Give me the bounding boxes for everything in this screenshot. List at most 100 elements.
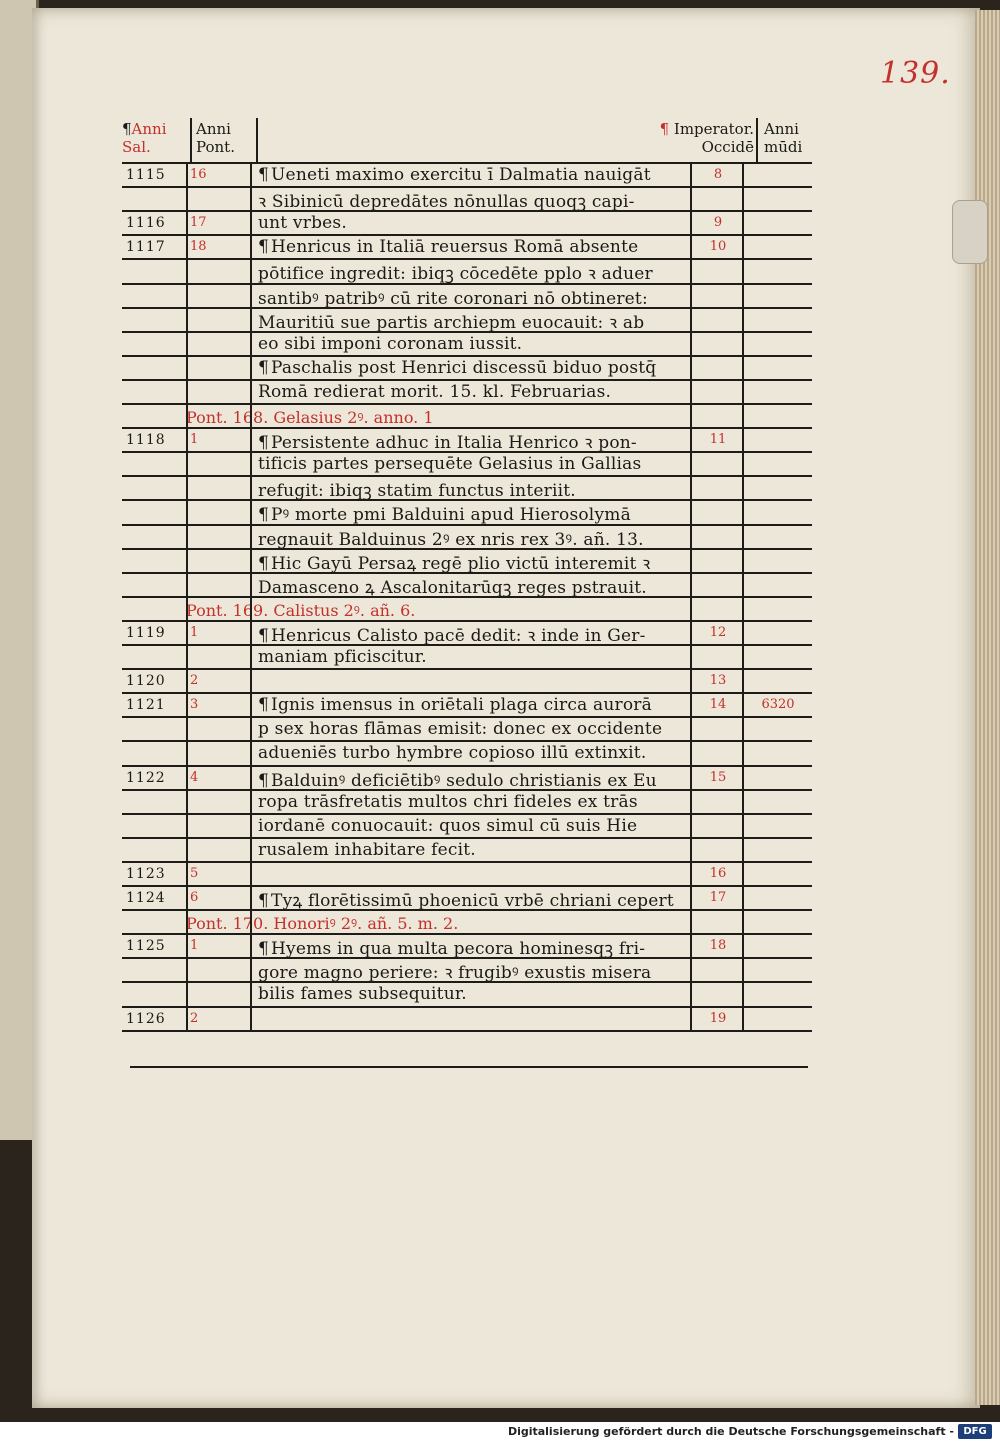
entry-text-cell: eo sibi imponi coronam iussit. bbox=[258, 334, 688, 354]
row-rule bbox=[122, 788, 812, 791]
pilcrow-icon: ¶ bbox=[258, 891, 270, 911]
world-year-cell: 6320 bbox=[761, 697, 795, 713]
table-row: refugit: ibiqꝫ statim functus interiit. bbox=[0, 477, 1000, 501]
emperor-year-cell: 9 bbox=[713, 215, 723, 231]
entry-text-cell: Romā redierat morit. 15. kl. Februarias. bbox=[258, 382, 688, 402]
emperor-year-cell: 15 bbox=[709, 769, 727, 785]
header-anni-sal-line2: Sal. bbox=[122, 138, 151, 156]
column-rule bbox=[690, 164, 692, 1032]
header-anni-salutis: ¶Anni Sal. bbox=[122, 120, 167, 156]
entry-text: adueniēs turbo hymbre copioso illū extin… bbox=[258, 743, 647, 764]
row-rule bbox=[122, 234, 812, 237]
pontificate-year-cell: 3 bbox=[190, 697, 199, 713]
year-cell: 1125 bbox=[126, 938, 166, 955]
pilcrow-icon: ¶ bbox=[258, 165, 270, 185]
pilcrow-icon: ¶ bbox=[258, 237, 270, 258]
pontificate-year-cell: 1 bbox=[190, 432, 199, 448]
entry-text-cell: ¶Pꝰ morte pmi Balduini apud Hierosolymā bbox=[258, 502, 688, 525]
pilcrow-icon: ¶ bbox=[258, 939, 270, 960]
row-rule bbox=[122, 571, 812, 574]
entry-text-cell: regnauit Balduinus 2ꝰ ex nris rex 3ꝰ. añ… bbox=[258, 527, 688, 550]
entry-text-cell: ¶Ueneti maximo exercitu ī Dalmatia nauig… bbox=[258, 165, 688, 185]
emperor-year-cell: 8 bbox=[713, 167, 723, 182]
entry-text-cell: ¶Hyems in qua multa pecora hominesqꝫ fri… bbox=[258, 936, 688, 959]
table-row: Damasceno ꝝ Ascalonitarūqꝫ reges pstraui… bbox=[0, 574, 1000, 598]
entry-text: maniam pficiscitur. bbox=[258, 647, 427, 667]
pilcrow-icon: ¶ bbox=[258, 357, 270, 378]
entry-text-cell: iordanē conuocauit: quos simul cū suis H… bbox=[258, 816, 688, 836]
pontificate-year-cell: 17 bbox=[190, 215, 207, 231]
pontificate-year-cell: 2 bbox=[190, 673, 199, 689]
table-row: rusalem inhabitare fecit. bbox=[0, 839, 1000, 863]
pontificate-year-cell: 6 bbox=[190, 890, 199, 905]
pontificate-heading: Pont. 168. Gelasius 2ꝰ. anno. 1 bbox=[186, 408, 434, 427]
table-row: eo sibi imponi coronam iussit. bbox=[0, 333, 1000, 357]
table-row: adueniēs turbo hymbre copioso illū extin… bbox=[0, 742, 1000, 766]
entry-text-cell: ¶Hic Gayū Persaꝝ regē plio victū interem… bbox=[258, 551, 688, 574]
row-rule bbox=[122, 547, 812, 550]
entry-text: Romā redierat morit. 15. kl. Februarias. bbox=[258, 381, 612, 402]
year-cell: 1126 bbox=[126, 1010, 166, 1027]
entry-text: eo sibi imponi coronam iussit. bbox=[258, 333, 523, 354]
pontificate-heading: Pont. 169. Calistus 2ꝰ. añ. 6. bbox=[186, 600, 416, 620]
header-anni-mundi-line1: Anni bbox=[764, 120, 799, 138]
entry-text: Pꝰ morte pmi Balduini apud Hierosolymā bbox=[271, 505, 631, 526]
row-rule bbox=[122, 716, 812, 719]
entry-text: Hyems in qua multa pecora hominesqꝫ fri- bbox=[271, 939, 646, 960]
entry-text-cell: tificis partes persequēte Gelasius in Ga… bbox=[258, 454, 688, 474]
emperor-year-cell: 16 bbox=[709, 865, 727, 881]
entry-text: gore magno periere: ꝛ frugibꝰ exustis mi… bbox=[258, 963, 652, 984]
table-row: maniam pficiscitur. bbox=[0, 646, 1000, 670]
table-row: 1118 1 ¶Persistente adhuc in Italia Henric… bbox=[0, 429, 1000, 453]
header-anni-mundi-line2: mūdi bbox=[764, 138, 803, 156]
pilcrow-icon: ¶ bbox=[258, 433, 270, 454]
row-rule bbox=[122, 475, 812, 478]
entry-text: refugit: ibiqꝫ statim functus interiit. bbox=[258, 481, 576, 502]
entry-text: Paschalis post Henrici discessū biduo po… bbox=[271, 357, 657, 378]
year-cell: 1117 bbox=[126, 239, 166, 256]
entry-text-cell: santibꝰ patribꝰ cū rite coronari nō obti… bbox=[258, 286, 688, 309]
entry-text-cell: refugit: ibiqꝫ statim functus interiit. bbox=[258, 478, 688, 501]
entry-text: santibꝰ patribꝰ cū rite coronari nō obti… bbox=[258, 288, 648, 309]
pontificate-year-cell: 18 bbox=[190, 239, 207, 255]
pontificate-year-cell: 2 bbox=[190, 1010, 199, 1026]
pilcrow-icon: ¶ bbox=[258, 695, 270, 716]
bottom-rule bbox=[130, 1066, 808, 1068]
row-rule bbox=[122, 860, 812, 863]
entry-text: p sex horas flāmas emisit: donec ex occi… bbox=[258, 719, 663, 740]
entry-text-cell: Damasceno ꝝ Ascalonitarūqꝫ reges pstraui… bbox=[258, 575, 688, 598]
row-rule bbox=[122, 957, 812, 960]
emperor-year-cell: 12 bbox=[709, 624, 727, 640]
row-rule bbox=[122, 981, 812, 984]
table-row: p sex horas flāmas emisit: donec ex occi… bbox=[0, 718, 1000, 742]
year-cell: 1123 bbox=[126, 865, 166, 882]
header-anni-mundi: Anni mūdi bbox=[764, 120, 802, 156]
footer-credit: Digitalisierung gefördert durch die Deut… bbox=[507, 1425, 954, 1438]
column-rule bbox=[186, 164, 188, 1032]
table-row: iordanē conuocauit: quos simul cū suis H… bbox=[0, 815, 1000, 839]
pontificate-year-cell: 4 bbox=[190, 769, 199, 785]
table-row: ¶Paschalis post Henrici discessū biduo p… bbox=[0, 357, 1000, 381]
year-cell: 1122 bbox=[126, 769, 166, 786]
entry-text: regnauit Balduinus 2ꝰ ex nris rex 3ꝰ. añ… bbox=[258, 529, 644, 550]
row-rule bbox=[122, 162, 812, 164]
header-anni-pont-line2: Pont. bbox=[196, 138, 235, 156]
table-row: regnauit Balduinus 2ꝰ ex nris rex 3ꝰ. añ… bbox=[0, 526, 1000, 550]
entry-text: Balduinꝰ deficiētibꝰ sedulo christianis … bbox=[271, 770, 657, 791]
entry-text: rusalem inhabitare fecit. bbox=[258, 839, 476, 860]
header-rule bbox=[190, 118, 192, 162]
section-row: Pont. 169. Calistus 2ꝰ. añ. 6. bbox=[0, 598, 1000, 622]
entry-text: Mauritiū sue partis archiepm euocauit: ꝛ… bbox=[258, 312, 645, 333]
emperor-year-cell: 10 bbox=[709, 239, 727, 255]
book-page bbox=[32, 8, 980, 1408]
entry-text: Persistente adhuc in Italia Henrico ꝛ po… bbox=[271, 433, 637, 454]
header-anni-pontificis: Anni Pont. bbox=[196, 120, 235, 156]
entry-text: Ueneti maximo exercitu ī Dalmatia nauigā… bbox=[271, 165, 651, 185]
header-imperator: ¶ Imperator. Occidē bbox=[659, 120, 754, 156]
year-cell: 1118 bbox=[126, 432, 166, 449]
emperor-year-cell: 11 bbox=[709, 432, 727, 448]
